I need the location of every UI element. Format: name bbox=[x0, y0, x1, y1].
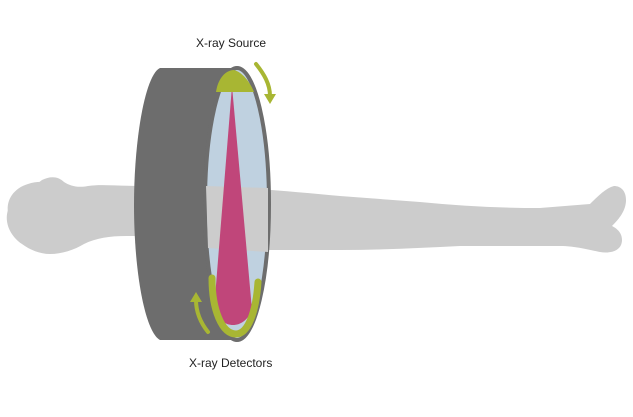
curved-arrow-up-icon bbox=[190, 292, 210, 334]
xray-detectors-label: X-ray Detectors bbox=[189, 356, 273, 370]
patient-head bbox=[7, 181, 65, 222]
scanner-gantry bbox=[134, 66, 271, 342]
xray-source-label: X-ray Source bbox=[196, 36, 267, 50]
patient-body bbox=[6, 177, 626, 254]
xray-detectors bbox=[208, 274, 262, 338]
xray-source bbox=[216, 70, 254, 92]
patient-silhouette bbox=[6, 177, 626, 254]
xray-beam bbox=[214, 86, 252, 325]
curved-arrow-down-icon bbox=[254, 62, 276, 104]
